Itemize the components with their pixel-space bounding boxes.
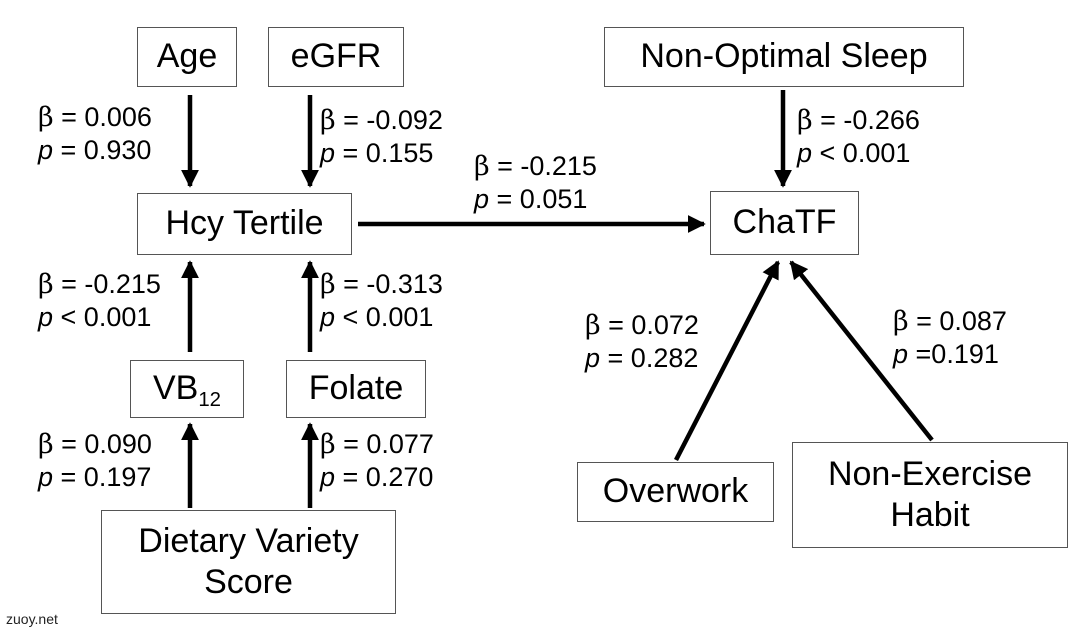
arrow-nonex-to-chatf [789, 260, 934, 442]
beta-value: = -0.092 [335, 105, 443, 135]
p-value: = 0.282 [600, 343, 699, 374]
stat-hcy-chatf: β = -0.215 p = 0.051 [474, 150, 597, 217]
beta-value: = -0.313 [335, 269, 443, 299]
beta-symbol: β [320, 105, 336, 136]
beta-symbol: β [474, 151, 490, 182]
p-value: = 0.051 [489, 184, 588, 215]
stat-folate-hcy: β = -0.313 p < 0.001 [320, 268, 443, 335]
node-vb12-label: VB12 [152, 369, 222, 412]
node-hcy-label: Hcy Tertile [165, 204, 324, 243]
node-nonex-label-line2: Habit [890, 496, 970, 534]
beta-value: = 0.090 [53, 429, 152, 459]
p-value: = 0.270 [335, 462, 434, 493]
beta-symbol: β [585, 310, 601, 341]
p-symbol: p [320, 138, 336, 169]
p-value: = 0.155 [335, 138, 434, 169]
beta-symbol: β [893, 306, 909, 337]
node-egfr-label: eGFR [290, 37, 382, 76]
stat-overwork-chatf: β = 0.072 p = 0.282 [585, 309, 699, 376]
node-sleep-label: Non-Optimal Sleep [640, 37, 928, 76]
beta-value: = -0.215 [489, 151, 597, 181]
beta-value: = 0.087 [908, 306, 1007, 336]
p-symbol: p [38, 135, 54, 166]
p-symbol: p [893, 339, 909, 370]
stat-age-hcy: β = 0.006 p = 0.930 [38, 101, 152, 168]
stat-diet-folate: β = 0.077 p = 0.270 [320, 428, 434, 495]
stat-egfr-hcy: β = -0.092 p = 0.155 [320, 104, 443, 171]
p-value: =0.191 [908, 339, 999, 370]
node-chatf-label: ChaTF [732, 203, 837, 242]
beta-symbol: β [38, 102, 54, 133]
node-non-optimal-sleep: Non-Optimal Sleep [604, 27, 964, 87]
p-symbol: p [320, 462, 336, 493]
node-vb12-subscript: 12 [198, 389, 222, 412]
beta-symbol: β [797, 105, 813, 136]
node-overwork-label: Overwork [602, 472, 749, 511]
beta-value: = -0.266 [812, 105, 920, 135]
node-dietary-variety-score: Dietary Variety Score [101, 510, 396, 614]
stat-nonex-chatf: β = 0.087 p =0.191 [893, 305, 1007, 372]
beta-symbol: β [38, 429, 54, 460]
p-symbol: p [38, 302, 54, 333]
beta-symbol: β [320, 269, 336, 300]
beta-value: = 0.072 [600, 310, 699, 340]
node-folate-label: Folate [308, 369, 404, 408]
beta-value: = -0.215 [53, 269, 161, 299]
node-dietary-label-line1: Dietary Variety [138, 521, 359, 560]
node-age: Age [137, 27, 237, 87]
p-value: < 0.001 [812, 138, 911, 169]
p-symbol: p [585, 343, 601, 374]
beta-symbol: β [320, 429, 336, 460]
node-nonex-label-line1: Non-Exercise [827, 454, 1033, 493]
node-dietary-label-line2: Score [204, 563, 293, 601]
p-symbol: p [797, 138, 813, 169]
node-non-exercise-habit: Non-Exercise Habit [792, 442, 1068, 548]
stat-diet-vb12: β = 0.090 p = 0.197 [38, 428, 152, 495]
beta-value: = 0.006 [53, 102, 152, 132]
p-symbol: p [320, 302, 336, 333]
node-hcy-tertile: Hcy Tertile [137, 193, 352, 255]
p-value: = 0.197 [53, 462, 152, 493]
p-value: = 0.930 [53, 135, 152, 166]
p-symbol: p [474, 184, 490, 215]
node-egfr: eGFR [268, 27, 404, 87]
stat-sleep-chatf: β = -0.266 p < 0.001 [797, 104, 920, 171]
p-value: < 0.001 [335, 302, 434, 333]
beta-value: = 0.077 [335, 429, 434, 459]
node-vb12: VB12 [130, 360, 244, 418]
node-folate: Folate [286, 360, 426, 418]
stat-vb12-hcy: β = -0.215 p < 0.001 [38, 268, 161, 335]
watermark-text: zuoy.net [6, 611, 58, 627]
node-chatf: ChaTF [710, 191, 859, 255]
p-symbol: p [38, 462, 54, 493]
p-value: < 0.001 [53, 302, 152, 333]
node-overwork: Overwork [577, 462, 774, 522]
beta-symbol: β [38, 269, 54, 300]
arrow-overwork-to-chatf [673, 260, 781, 462]
node-age-label: Age [156, 37, 218, 76]
